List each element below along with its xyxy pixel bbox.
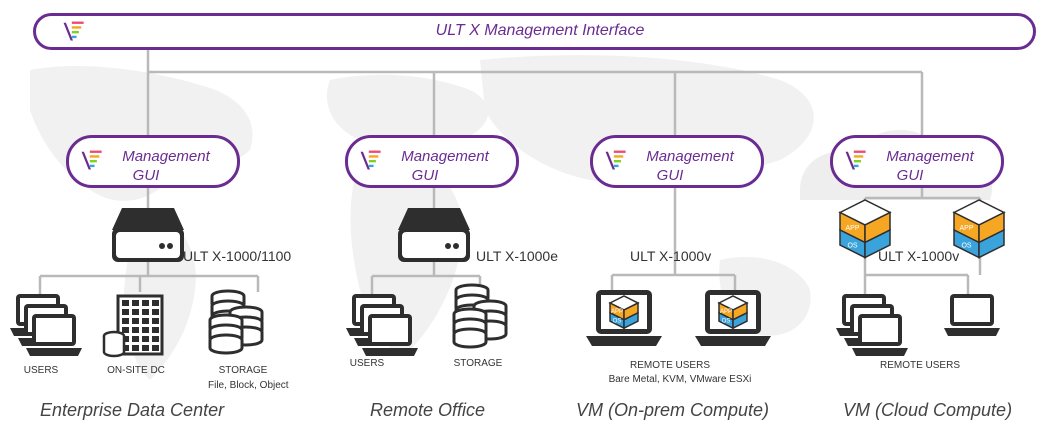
vm-laptop-2-icon-cube-os-label: OS bbox=[722, 319, 731, 325]
server-rack-slot bbox=[142, 345, 149, 351]
users-laptops-enterprise-icon-3-display bbox=[36, 318, 72, 342]
vm-laptop-1-icon-base bbox=[586, 336, 662, 346]
vm-laptop-2-icon-base bbox=[695, 336, 771, 346]
cloud-vm-cube-2-icon-os-label: OS bbox=[961, 243, 971, 250]
onsite-dc-label: ON-SITE DC bbox=[107, 365, 165, 376]
server-rack-slot bbox=[122, 327, 129, 333]
site-title-vm-onprem: VM (On-prem Compute) bbox=[576, 400, 770, 420]
single-laptop-cloud-icon-base bbox=[944, 328, 1000, 336]
storage-enterprise-icon-b-disk-fill bbox=[230, 332, 262, 340]
appliance-enterprise-icon-led-1 bbox=[159, 243, 165, 249]
cloud-vm-cube-2-icon-right-lower bbox=[978, 228, 1005, 259]
server-rack-slot bbox=[132, 336, 139, 342]
ult-logo-icon bbox=[63, 21, 84, 41]
single-laptop-cloud-icon-display bbox=[954, 298, 990, 322]
appliance-remote-office-icon-face bbox=[402, 232, 466, 258]
site-title-remote-office: Remote Office bbox=[370, 400, 486, 420]
management-gui-pill-enterprise[interactable] bbox=[66, 135, 240, 188]
model-label-remote-office: ULT X-1000e bbox=[476, 248, 558, 264]
model-label-enterprise: ULT X-1000/1100 bbox=[183, 248, 292, 264]
vm-laptop-1-icon-cube-os-label: OS bbox=[613, 319, 622, 325]
storage-remote-office-icon-c-disk-fill bbox=[454, 334, 486, 342]
management-gui-sublabel: GUI bbox=[411, 167, 439, 184]
server-rack-slot bbox=[132, 345, 139, 351]
storage-label-remote-office: STORAGE bbox=[453, 358, 503, 369]
management-interface-title: ULT X Management Interface bbox=[435, 22, 645, 39]
remote-users-label-onprem: REMOTE USERS bbox=[629, 360, 710, 371]
appliance-enterprise-icon-led-2 bbox=[167, 243, 173, 249]
server-rack-slot bbox=[122, 300, 129, 306]
server-rack-slot bbox=[142, 300, 149, 306]
appliance-remote-office-icon-led-1 bbox=[445, 243, 451, 249]
vm-laptop-2-icon-cube-app-label: APP bbox=[720, 309, 732, 315]
appliance-remote-office-icon-top bbox=[398, 208, 470, 230]
vm-laptop-2-icon-cube-right-lower bbox=[732, 311, 748, 330]
server-rack-slot bbox=[142, 318, 149, 324]
appliance-enterprise-icon-face bbox=[116, 232, 180, 258]
users-laptops-remote-office-icon-3-display bbox=[372, 318, 408, 342]
server-rack-slot bbox=[132, 300, 139, 306]
server-rack-slot bbox=[142, 327, 149, 333]
local-db-icon-body bbox=[102, 336, 126, 358]
server-rack-slot bbox=[152, 309, 159, 315]
model-label-vm-cloud: ULT X-1000v bbox=[878, 248, 960, 264]
ult-logo-icon bbox=[845, 150, 866, 170]
site-title-enterprise: Enterprise Data Center bbox=[40, 400, 225, 420]
appliance-remote-office-icon-led-2 bbox=[453, 243, 459, 249]
users-laptops-remote-office-icon-3-base bbox=[362, 348, 418, 356]
cloud-vm-cube-2-icon-app-label: APP bbox=[959, 225, 973, 232]
model-label-vm-onprem: ULT X-1000v bbox=[630, 248, 712, 264]
management-gui-label: Management bbox=[401, 148, 489, 165]
vm-laptop-1-icon-cube-app-label: APP bbox=[611, 309, 623, 315]
cloud-vm-cube-1-icon-os-label: OS bbox=[847, 243, 857, 250]
server-rack-slot bbox=[122, 345, 129, 351]
ult-logo-icon bbox=[605, 150, 626, 170]
server-rack-slot bbox=[122, 318, 129, 324]
server-rack-slot bbox=[152, 300, 159, 306]
appliance-enterprise-icon-top bbox=[112, 208, 184, 230]
storage-sub-label: File, Block, Object bbox=[208, 380, 289, 391]
management-gui-sublabel: GUI bbox=[132, 167, 160, 184]
management-gui-sublabel: GUI bbox=[896, 167, 924, 184]
server-rack-slot bbox=[122, 309, 129, 315]
cloud-vm-cube-1-icon-app-label: APP bbox=[845, 225, 859, 232]
server-rack-slot bbox=[132, 318, 139, 324]
server-rack-slot bbox=[142, 309, 149, 315]
management-gui-label: Management bbox=[122, 148, 210, 165]
server-rack-slot bbox=[132, 309, 139, 315]
cloud-vm-cube-1-icon-right-lower bbox=[864, 228, 891, 259]
management-interface-bar[interactable] bbox=[33, 13, 1036, 50]
server-rack-slot bbox=[152, 327, 159, 333]
storage-remote-office-icon-b-disk-fill bbox=[474, 326, 506, 334]
users-label-remote-office: USERS bbox=[349, 358, 385, 369]
server-rack-slot bbox=[152, 345, 159, 351]
server-rack-slot bbox=[152, 336, 159, 342]
storage-enterprise-icon-c-disk-side bbox=[208, 340, 244, 355]
users-laptops-cloud-icon-3-display bbox=[862, 318, 898, 342]
users-label-enterprise: USERS bbox=[23, 365, 59, 376]
ult-logo-icon bbox=[360, 150, 381, 170]
storage-remote-office-icon-c-disk-side bbox=[452, 334, 488, 349]
storage-enterprise-icon-c-disk-fill bbox=[210, 340, 242, 348]
management-gui-label: Management bbox=[886, 148, 974, 165]
ult-logo-icon bbox=[81, 150, 102, 170]
users-laptops-enterprise-icon-3-base bbox=[26, 348, 82, 356]
storage-label-enterprise: STORAGE bbox=[218, 365, 268, 376]
users-laptops-cloud-icon-3-base bbox=[852, 348, 908, 356]
management-gui-label: Management bbox=[646, 148, 734, 165]
server-rack-slot bbox=[142, 336, 149, 342]
server-rack-slot bbox=[122, 336, 129, 342]
management-gui-sublabel: GUI bbox=[656, 167, 684, 184]
server-rack-slot bbox=[132, 327, 139, 333]
vm-laptop-1-icon-cube-right-lower bbox=[623, 311, 639, 330]
server-rack-slot bbox=[152, 318, 159, 324]
hypervisor-sub-label: Bare Metal, KVM, VMware ESXi bbox=[608, 374, 752, 385]
remote-users-label-cloud: REMOTE USERS bbox=[879, 360, 960, 371]
site-title-vm-cloud: VM (Cloud Compute) bbox=[843, 400, 1013, 420]
